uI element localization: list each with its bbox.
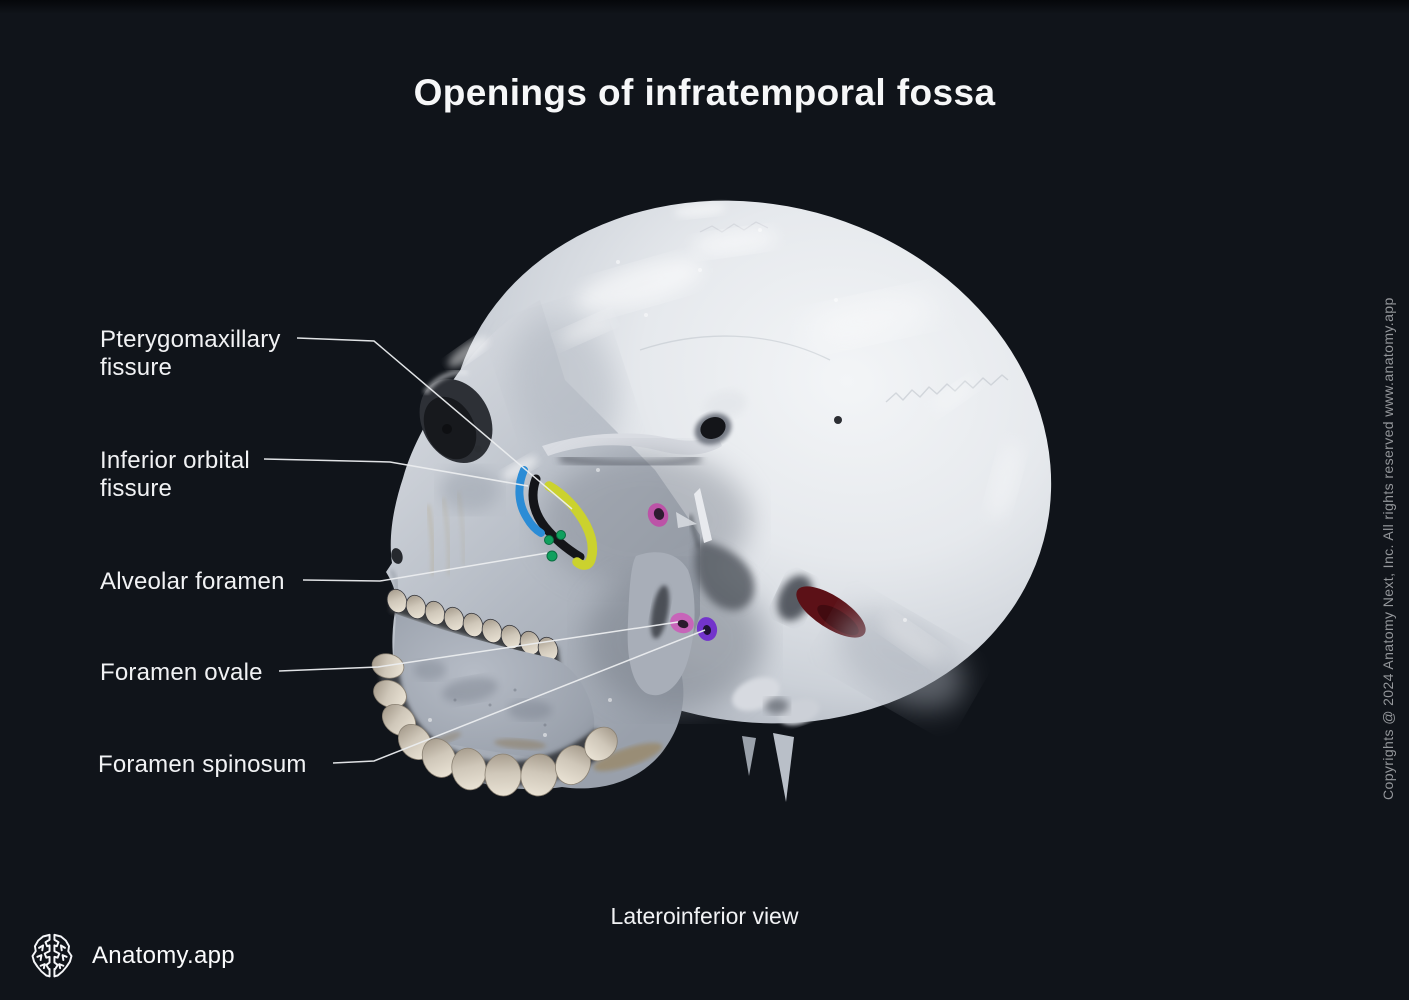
copyright-text: Copyrights @ 2024 Anatomy Next, Inc. All… <box>1380 297 1396 800</box>
marker-foramen-spinosum <box>696 617 718 641</box>
label-line: Foramen spinosum <box>98 751 307 778</box>
label-line: fissure <box>100 475 173 502</box>
infraorbital-foramen <box>474 445 482 453</box>
page-title: Openings of infratemporal fossa <box>413 71 996 113</box>
ear-canal-opening <box>694 390 747 445</box>
leader-line-inferior-orbital <box>263 458 529 487</box>
marker-alveolar-foramina <box>544 530 566 562</box>
label-alveolar-foramen: Alveolar foramen <box>100 568 285 596</box>
leader-line-spinosum <box>332 629 706 764</box>
label-inferior-orbital-fissure: Inferior orbital fissure <box>100 447 250 503</box>
leader-lines <box>263 337 706 764</box>
palate-shading <box>414 660 552 727</box>
leader-line-ovale <box>278 621 679 672</box>
leader-line-pterygomaxillary <box>296 337 573 510</box>
infratemporal-fossa-region <box>540 452 964 802</box>
parietal-foramen <box>834 416 842 424</box>
label-line: Alveolar foramen <box>100 568 285 595</box>
brand-logo: Anatomy.app <box>26 930 235 982</box>
gloss-highlights <box>428 202 1022 737</box>
view-caption: Lateroinferior view <box>610 903 799 929</box>
brand-name: Anatomy.app <box>92 942 235 969</box>
label-line: Pterygomaxillary <box>100 326 281 353</box>
marker-pterygomaxillary-fissure <box>544 481 598 570</box>
styloid-process <box>694 488 712 543</box>
leader-line-alveolar <box>302 552 548 582</box>
marker-foramen-ovale <box>670 612 694 634</box>
suture-lines <box>639 221 1009 424</box>
near-tooth-row <box>371 653 618 797</box>
marker-accessory-magenta <box>647 503 669 527</box>
label-line: Inferior orbital <box>100 447 250 474</box>
label-line: fissure <box>100 354 173 381</box>
label-foramen-spinosum: Foramen spinosum <box>98 751 307 779</box>
far-tooth-row <box>386 588 559 662</box>
label-foramen-ovale: Foramen ovale <box>100 659 263 687</box>
label-pterygomaxillary-fissure: Pterygomaxillary fissure <box>100 326 281 382</box>
brain-icon <box>31 933 73 978</box>
label-line: Foramen ovale <box>100 659 263 686</box>
upper-dentition <box>371 588 663 797</box>
orbit-opening <box>419 369 493 464</box>
fissure-gap-marker <box>528 474 585 562</box>
